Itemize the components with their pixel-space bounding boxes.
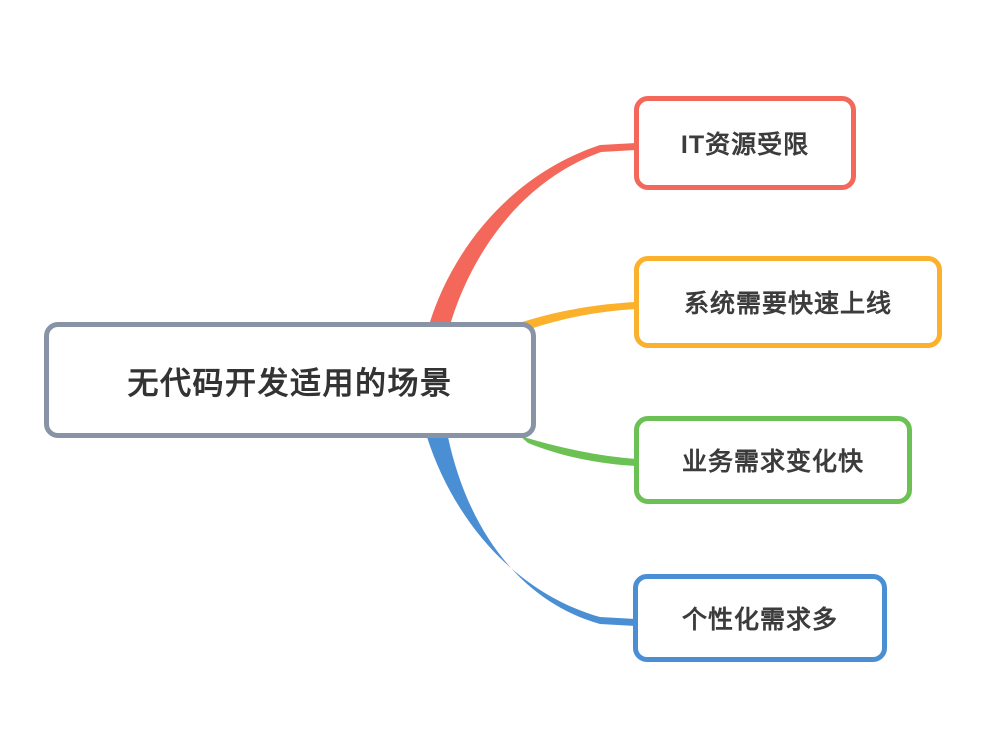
node-personalized[interactable]: 个性化需求多 (633, 574, 887, 662)
node-changing-needs-label: 业务需求变化快 (681, 448, 864, 476)
node-it-resource-label: IT资源受限 (680, 131, 810, 159)
node-personalized-label: 个性化需求多 (681, 606, 838, 634)
node-changing-needs[interactable]: 业务需求变化快 (634, 416, 912, 504)
node-fast-launch-label: 系统需要快速上线 (683, 290, 892, 318)
connector-changing-needs (520, 436, 636, 466)
connector-fast-launch (519, 302, 636, 330)
node-root[interactable]: 无代码开发适用的场景 (44, 322, 536, 438)
node-fast-launch[interactable]: 系统需要快速上线 (634, 256, 942, 348)
node-root-label: 无代码开发适用的场景 (127, 365, 453, 401)
connector-it-resource (429, 143, 636, 325)
node-it-resource[interactable]: IT资源受限 (634, 96, 856, 190)
connector-personalized (427, 437, 636, 626)
